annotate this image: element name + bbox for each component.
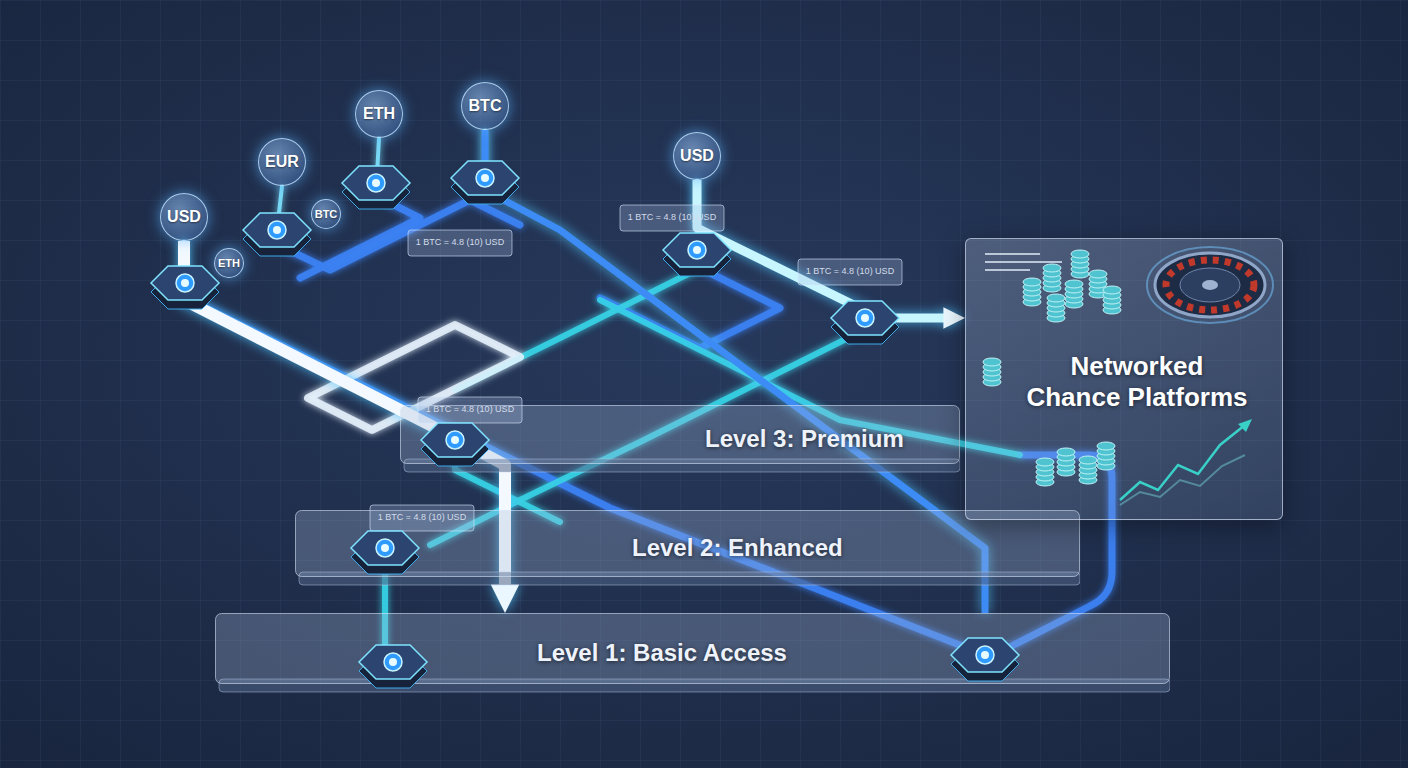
currency-code: USD	[167, 208, 201, 226]
currency-code: USD	[680, 147, 714, 165]
hex-platform	[151, 266, 219, 309]
wheel-center	[1180, 268, 1240, 302]
level-band: Level 2: Enhanced	[295, 510, 1080, 586]
rate-label: 1 BTC = 4.8 (10) USD	[800, 266, 900, 277]
wheel-pockets	[1166, 260, 1254, 310]
currency-bubble: USD	[160, 193, 208, 241]
panel-line	[985, 261, 1062, 263]
hex-platform	[831, 301, 899, 344]
bubble-stems	[184, 130, 697, 275]
coin-stack	[1047, 294, 1065, 322]
level-band: Level 1: Basic Access	[215, 613, 1170, 693]
hex-platform	[663, 233, 731, 276]
band-face	[296, 511, 1080, 577]
coin-stack	[1079, 456, 1097, 484]
hex-platform	[359, 645, 427, 688]
rate-plate	[620, 205, 724, 231]
wheel-hub	[1202, 280, 1218, 290]
cyan-lines	[385, 268, 1020, 650]
currency-bubble: EUR	[258, 138, 306, 186]
coin-stack	[1065, 280, 1083, 308]
bubble-stem	[278, 186, 282, 222]
rate-plate	[370, 505, 474, 531]
rate-label: 1 BTC = 4.8 (10) USD	[410, 237, 510, 248]
bubble-stem	[377, 138, 379, 175]
coin-stack	[1043, 264, 1061, 292]
network-line	[300, 198, 420, 278]
coin-stack	[1103, 286, 1121, 314]
wheel-glow	[1147, 247, 1273, 323]
coin-stack	[1089, 270, 1107, 298]
chart-line	[1120, 425, 1245, 500]
level-name: Level 1: Basic Access	[537, 639, 787, 667]
currency-code: BTC	[315, 208, 338, 220]
wheel-rim	[1155, 253, 1265, 317]
currency-code: BTC	[469, 97, 502, 115]
currency-bubble: ETH	[214, 248, 244, 278]
panel-line	[985, 253, 1040, 255]
bubble-stem	[695, 180, 699, 242]
roulette-wheel	[1147, 247, 1273, 323]
currency-code: EUR	[265, 153, 299, 171]
currency-code: ETH	[363, 105, 395, 123]
rate-plates	[370, 205, 902, 531]
band-face	[216, 614, 1170, 684]
coin-stack	[1071, 250, 1089, 278]
chart-line	[1120, 455, 1245, 505]
hex-platform	[342, 166, 410, 209]
currency-bubble: ETH	[355, 90, 403, 138]
currency-bubble: USD	[673, 132, 721, 180]
coin-stack	[983, 358, 1001, 386]
rate-plate	[408, 230, 512, 256]
hex-platform	[351, 531, 419, 574]
panel-line	[985, 269, 1030, 271]
level-name: Level 2: Enhanced	[632, 534, 843, 562]
rate-label: 1 BTC = 4.8 (10) USD	[622, 212, 722, 223]
coin-stack	[1023, 278, 1041, 306]
chart-arrow	[1238, 419, 1252, 432]
hex-platform	[951, 638, 1019, 681]
flow-connector	[697, 180, 948, 318]
coin-stacks	[983, 250, 1121, 486]
coin-stack	[1057, 448, 1075, 476]
rate-plate	[418, 397, 522, 423]
platform-panel: Networked Chance Platforms	[965, 238, 1283, 520]
panel-heading-lines	[985, 254, 1062, 270]
hex-platforms	[151, 161, 1019, 688]
level-band: Level 3: Premium	[400, 405, 960, 473]
network-line	[600, 268, 780, 348]
coin-stack	[1036, 458, 1054, 486]
trend-chart	[1120, 419, 1252, 505]
currency-bubble: BTC	[311, 199, 341, 229]
level-name: Level 3: Premium	[705, 425, 904, 453]
bubble-stem	[182, 241, 186, 275]
coin-stack	[1097, 442, 1115, 470]
rate-plate	[798, 259, 902, 285]
network-line	[280, 200, 520, 270]
network-line	[190, 300, 985, 655]
network-line	[455, 268, 700, 390]
band-face	[401, 406, 960, 464]
bubble-stem	[483, 130, 487, 170]
hex-platform	[421, 423, 489, 466]
hex-platform	[451, 161, 519, 204]
currency-code: ETH	[218, 257, 240, 269]
panel-title: Networked Chance Platforms	[1024, 351, 1250, 413]
currency-bubble: BTC	[461, 82, 509, 130]
hex-platform	[243, 213, 311, 256]
